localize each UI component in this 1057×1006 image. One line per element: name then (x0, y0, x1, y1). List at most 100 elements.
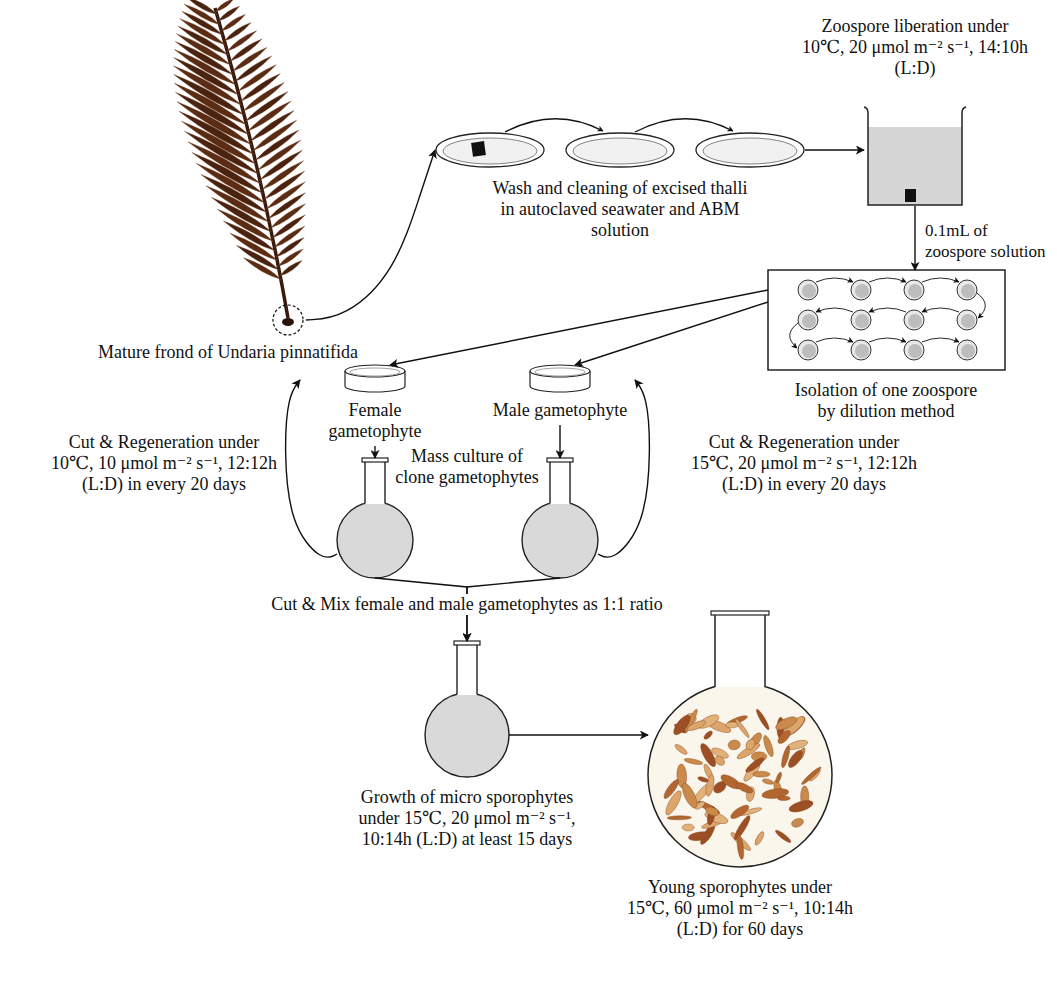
transfer-arrow (505, 119, 603, 132)
plate-well (904, 340, 924, 360)
plate-well-medium (961, 284, 975, 298)
step-node: Mature frond of Undaria pinnatifida (150, 4, 306, 336)
flow-arrow (575, 302, 768, 365)
plate-well (851, 310, 871, 330)
flask-neck-outline (457, 645, 477, 695)
young-sporophyte (762, 778, 774, 785)
young-sporophyte (662, 778, 681, 801)
dilution-arrow (977, 293, 985, 318)
plate-well-medium (855, 284, 869, 298)
young-sporophyte (790, 817, 804, 829)
plate-well-medium (908, 344, 922, 358)
plate-well-medium (961, 314, 975, 328)
young-sporophyte (688, 830, 712, 842)
young-sporophyte (776, 728, 793, 745)
step-caption: Growth of micro sporophytes under 15℃, 2… (353, 787, 581, 850)
flow-arrow (390, 290, 768, 365)
flask-lip (711, 611, 769, 615)
dilution-arrow (816, 308, 853, 312)
plate-well-medium (802, 344, 816, 358)
well-group (790, 278, 986, 360)
step-node: Female gametophyte (300, 365, 450, 446)
culture-dish-top (530, 365, 590, 377)
flask-neck-outline (365, 462, 385, 504)
step-caption: Wash and cleaning of excised thalli in a… (487, 178, 753, 241)
young-sporophyte (679, 781, 700, 810)
well-plate (768, 270, 1005, 370)
frond-leaflet (276, 238, 304, 257)
arrow-label: 0.1mL of zoospore solution (925, 220, 1053, 262)
flask-lip (547, 458, 573, 462)
flow-arrow (914, 206, 915, 270)
beaker-water (868, 127, 962, 205)
plate-well (851, 280, 871, 300)
frond-leaflet (233, 47, 267, 71)
frond-leaflet (186, 0, 216, 14)
dilution-arrow (869, 278, 906, 282)
young-sporophyte (786, 748, 805, 770)
flask-neck (550, 462, 570, 504)
young-sporophyte (800, 766, 822, 786)
plate-well-medium (802, 314, 816, 328)
young-sporophyte (703, 730, 714, 741)
culture-flask (522, 502, 598, 578)
arrow-label: Cut & Mix female and male gametophytes a… (257, 594, 677, 615)
flow-arrow (374, 446, 375, 458)
step-node: Young sporophytes under 15℃, 60 μmol m⁻²… (648, 611, 832, 867)
plate-well-medium (855, 344, 869, 358)
flask-neck (457, 645, 477, 695)
petri-dish-rim (443, 138, 537, 164)
sporophyte-group (662, 708, 823, 860)
dilution-arrow (922, 278, 959, 282)
plate-well-medium (961, 344, 975, 358)
dashed-circle (273, 305, 303, 335)
step-caption: Young sporophytes under 15℃, 60 μmol m⁻²… (626, 877, 854, 940)
flask-neck (365, 462, 385, 504)
frond-leaflet (230, 39, 262, 61)
step-node: Male gametophyte (485, 365, 635, 425)
young-sporophyte (682, 824, 694, 831)
step-node: Zoospore liberation under 10℃, 20 μmol m… (864, 108, 966, 206)
plate-well (851, 340, 871, 360)
young-sporophyte (788, 798, 814, 814)
holdfast (282, 318, 294, 326)
plate-well (904, 310, 924, 330)
frond-leaflet (275, 226, 305, 247)
dilution-arrow (816, 338, 853, 342)
flow-arrow (509, 734, 648, 735)
frond-illustration (173, 0, 305, 318)
culture-dish-top (345, 365, 405, 377)
young-sporophyte (734, 780, 754, 795)
petri-dish-rim (573, 138, 667, 164)
plate-well-medium (908, 284, 922, 298)
young-sporophyte (775, 772, 783, 784)
culture-dish-rim (535, 368, 585, 376)
flow-arrow (559, 425, 560, 458)
arrow-label: Cut & Regeneration under 15℃, 20 μmol m⁻… (690, 432, 918, 495)
flask-lip (362, 458, 388, 462)
young-sporophyte (727, 739, 741, 750)
young-sporophyte (697, 776, 709, 783)
young-sporophyte (704, 774, 715, 797)
young-sporophyte (753, 771, 771, 777)
step-node: Isolation of one zoospore by dilution me… (768, 270, 1005, 370)
step-node: Wash and cleaning of excised thalli in a… (435, 132, 805, 168)
dilution-arrow (816, 278, 853, 282)
step-caption: Male gametophyte (485, 400, 635, 421)
step-caption: Isolation of one zoospore by dilution me… (791, 380, 981, 422)
plate-well (957, 340, 977, 360)
plate-well-medium (908, 314, 922, 328)
frond-leaflet (174, 58, 239, 96)
culture-flask (425, 693, 509, 777)
young-sporophyte (774, 829, 792, 844)
plate-well-medium (802, 284, 816, 298)
frond-leaflet (216, 0, 234, 11)
petri-dish (696, 133, 804, 167)
petri-dish-rim (703, 138, 797, 164)
plate-well (798, 280, 818, 300)
flow-arrow (805, 149, 864, 150)
flask-neck-outline (715, 615, 765, 687)
young-sporophyte (729, 803, 751, 821)
culture-flask (337, 502, 413, 578)
